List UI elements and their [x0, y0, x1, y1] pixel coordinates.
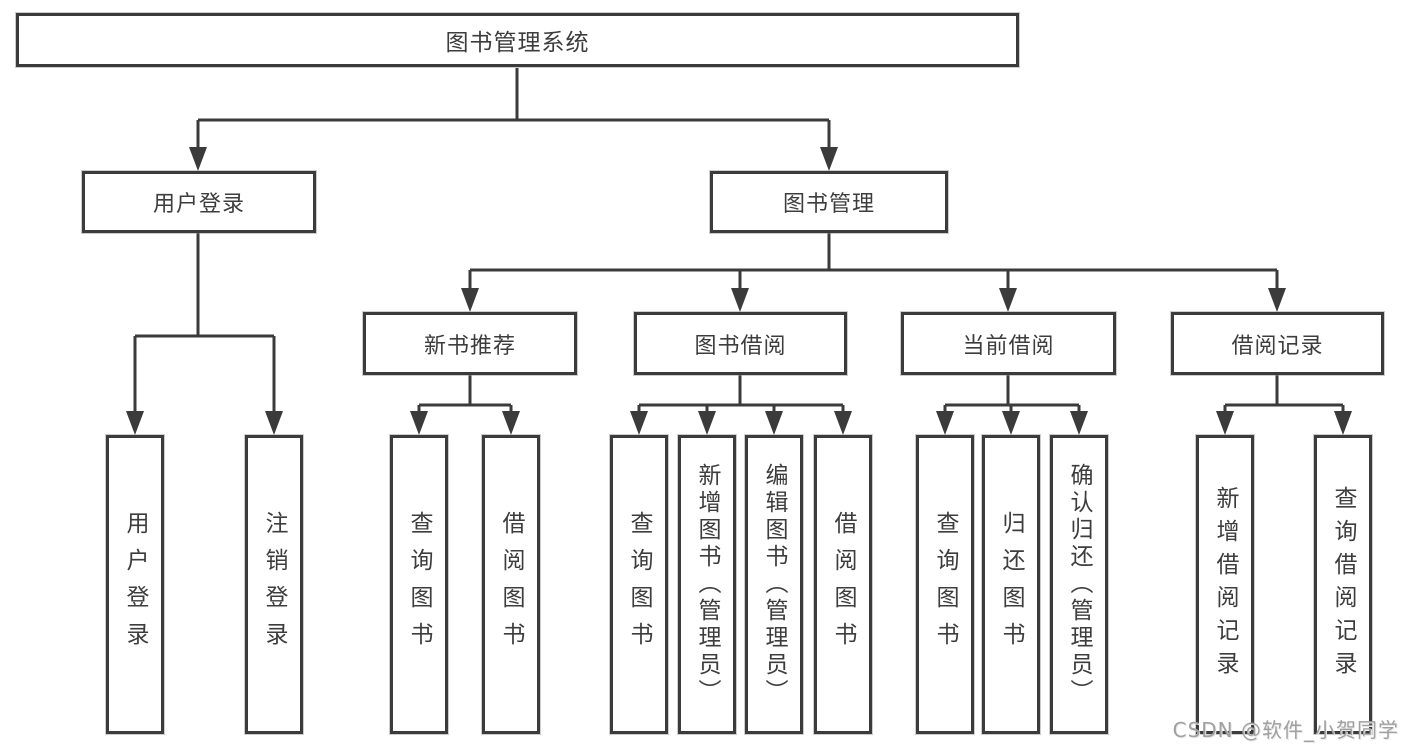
arrowhead — [765, 411, 783, 435]
node-leaf-logout: 注销登录 — [245, 435, 303, 734]
edge-bookmgmt-to-level3 — [468, 233, 1279, 301]
edge-newbooks-to-leaves — [417, 375, 513, 424]
arrowhead — [1216, 411, 1234, 435]
node-leaf-borrow-books: 借阅图书 — [482, 435, 540, 734]
arrowhead — [126, 411, 144, 435]
arrowhead — [265, 411, 283, 435]
node-label: 借阅图书 — [830, 510, 856, 659]
node-leaf-add-borrow-record: 新增借阅记录 — [1196, 435, 1254, 734]
node-label: 注销登录 — [261, 510, 287, 659]
node-leaf-borrow-books: 借阅图书 — [814, 435, 872, 734]
node-book-borrowing: 图书借阅 — [634, 312, 847, 375]
node-library-management-system: 图书管理系统 — [16, 13, 1019, 67]
node-label: 确认归还（管理员） — [1066, 463, 1092, 706]
arrowhead — [698, 411, 716, 435]
node-label: 新书推荐 — [423, 333, 516, 359]
node-leaf-query-books: 查询图书 — [390, 435, 448, 734]
arrowhead — [502, 411, 520, 435]
node-label: 新增借阅记录 — [1212, 485, 1238, 684]
edge-root-to-level2 — [196, 68, 831, 160]
arrowhead — [189, 147, 207, 171]
arrowhead — [410, 411, 428, 435]
node-leaf-return-books: 归还图书 — [982, 435, 1040, 734]
arrowhead — [1334, 411, 1352, 435]
node-label: 查询图书 — [626, 510, 652, 659]
arrowhead — [999, 288, 1017, 312]
arrowhead — [461, 288, 479, 312]
arrowhead — [1268, 288, 1286, 312]
arrowhead — [936, 411, 954, 435]
arrowhead — [820, 147, 838, 171]
arrowhead — [1002, 411, 1020, 435]
node-borrowing-records: 借阅记录 — [1171, 312, 1384, 375]
node-leaf-query-books: 查询图书 — [610, 435, 668, 734]
node-book-management: 图书管理 — [710, 171, 948, 233]
node-new-book-recommend: 新书推荐 — [363, 312, 577, 375]
node-label: 查询图书 — [932, 510, 958, 659]
arrowheads — [126, 147, 1352, 435]
node-label: 归还图书 — [998, 510, 1024, 659]
node-user-login: 用户登录 — [82, 171, 316, 233]
edge-bookborrow-to-leaves — [637, 375, 845, 424]
arrowhead — [834, 411, 852, 435]
node-label: 新增图书（管理员） — [694, 463, 720, 706]
arrowhead — [1070, 411, 1088, 435]
node-label: 图书管理 — [782, 192, 875, 217]
node-leaf-edit-books-admin: 编辑图书（管理员） — [745, 435, 803, 734]
node-label: 查询借阅记录 — [1330, 485, 1356, 684]
node-label: 编辑图书（管理员） — [761, 463, 787, 706]
node-label: 用户登录 — [122, 510, 148, 659]
node-label: 借阅图书 — [498, 510, 524, 659]
arrowhead — [731, 288, 749, 312]
node-label: 当前借阅 — [962, 333, 1055, 359]
node-leaf-user-login: 用户登录 — [106, 435, 164, 734]
node-label: 借阅记录 — [1231, 333, 1324, 359]
edge-userlogin-to-leaves — [133, 233, 276, 424]
node-leaf-add-books-admin: 新增图书（管理员） — [678, 435, 736, 734]
node-current-borrowing: 当前借阅 — [901, 312, 1116, 375]
csdn-watermark: CSDN @软件_小贺同学 — [1172, 718, 1399, 742]
node-label: 查询图书 — [406, 510, 432, 659]
node-label: 图书管理系统 — [445, 30, 590, 56]
arrowhead — [630, 411, 648, 435]
node-label: 图书借阅 — [694, 333, 787, 359]
node-leaf-query-borrow-record: 查询借阅记录 — [1314, 435, 1372, 734]
node-leaf-query-books: 查询图书 — [916, 435, 974, 734]
node-label: 用户登录 — [152, 192, 245, 217]
node-leaf-confirm-return-admin: 确认归还（管理员） — [1050, 435, 1108, 734]
edge-records-to-leaves — [1223, 375, 1345, 424]
